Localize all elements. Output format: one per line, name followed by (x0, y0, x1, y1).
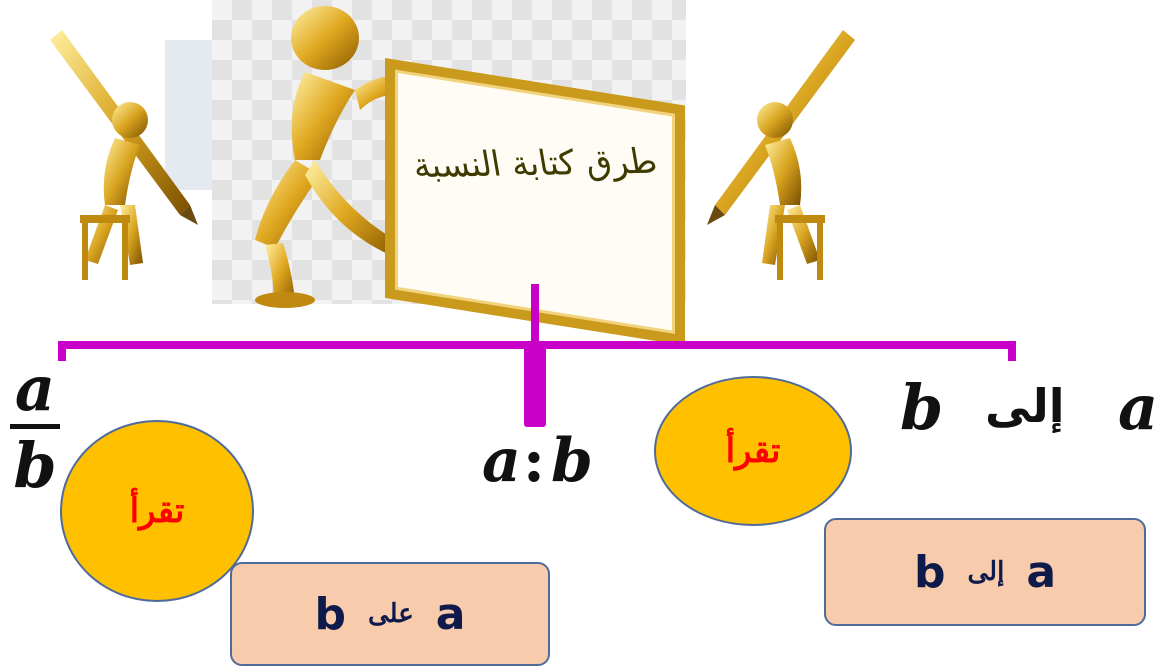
reading-b: b (913, 546, 946, 598)
fraction-denominator: b (13, 429, 57, 502)
bracket-left-tick (58, 341, 66, 361)
words-notation-b: b (900, 371, 944, 444)
bracket-center-pointer (524, 349, 546, 427)
fraction-notation: a b (6, 356, 64, 501)
words-notation-word: إلى (985, 379, 1065, 433)
colon-left: a (482, 426, 521, 496)
read-circle-words: تقرأ (654, 376, 852, 526)
bracket-right-tick (1008, 341, 1016, 361)
bracket-horizontal (58, 341, 1016, 349)
reading-word: إلى (967, 557, 1005, 587)
reading-b: b (314, 588, 347, 640)
board-title: طرق كتابة النسبة (409, 141, 661, 187)
colon-right: b (551, 426, 593, 496)
colon-separator: : (522, 426, 546, 496)
reading-box-words: b إلى a (824, 518, 1146, 626)
bracket-stem (531, 284, 539, 344)
read-label: تقرأ (129, 491, 185, 531)
words-notation-a: a (1118, 371, 1159, 444)
reading-a: a (1026, 546, 1057, 598)
read-label: تقرأ (725, 431, 781, 471)
read-circle-fraction: تقرأ (60, 420, 254, 602)
reading-box-fraction: b على a (230, 562, 550, 666)
fraction-bar (10, 424, 60, 429)
reading-a: a (435, 588, 466, 640)
reading-word: على (368, 599, 414, 629)
colon-notation: a:b (482, 426, 593, 496)
writer-figure-icon (707, 30, 855, 280)
writer-figure-icon (50, 30, 198, 280)
fraction-numerator: a (14, 352, 56, 425)
